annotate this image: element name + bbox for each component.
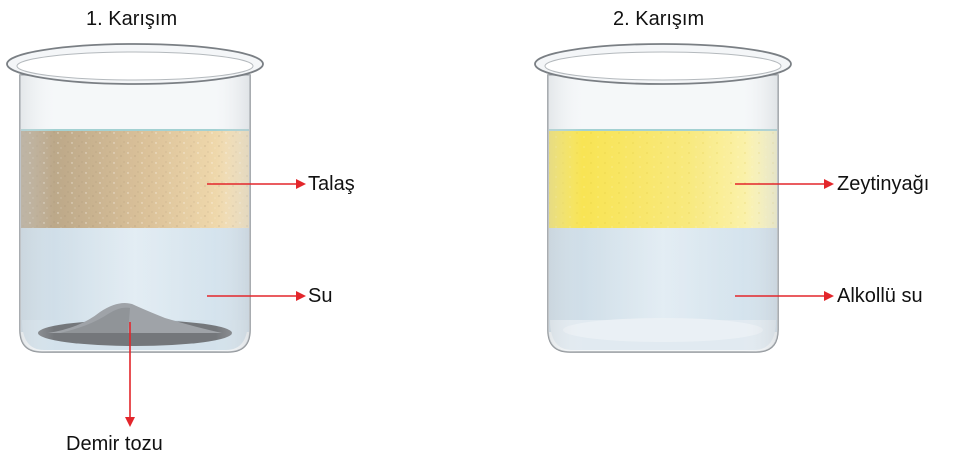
- arrow-alcohol-water: [735, 291, 834, 301]
- arrow-olive-oil: [735, 179, 834, 189]
- label-alcohol-water: Alkollü su: [837, 285, 923, 307]
- label-sawdust: Talaş: [308, 173, 355, 195]
- arrow-sawdust: [207, 179, 306, 189]
- label-olive-oil: Zeytinyağı: [837, 173, 930, 195]
- label-water: Su: [308, 285, 333, 307]
- mixture-1-title: 1. Karışım: [86, 8, 178, 30]
- label-iron-powder: Demir tozu: [66, 433, 163, 455]
- beaker-1: [6, 43, 264, 353]
- mixture-2-title: 2. Karışım: [613, 8, 705, 30]
- beaker-2: [534, 43, 792, 353]
- arrow-water: [207, 291, 306, 301]
- arrow-iron-powder: [125, 322, 135, 427]
